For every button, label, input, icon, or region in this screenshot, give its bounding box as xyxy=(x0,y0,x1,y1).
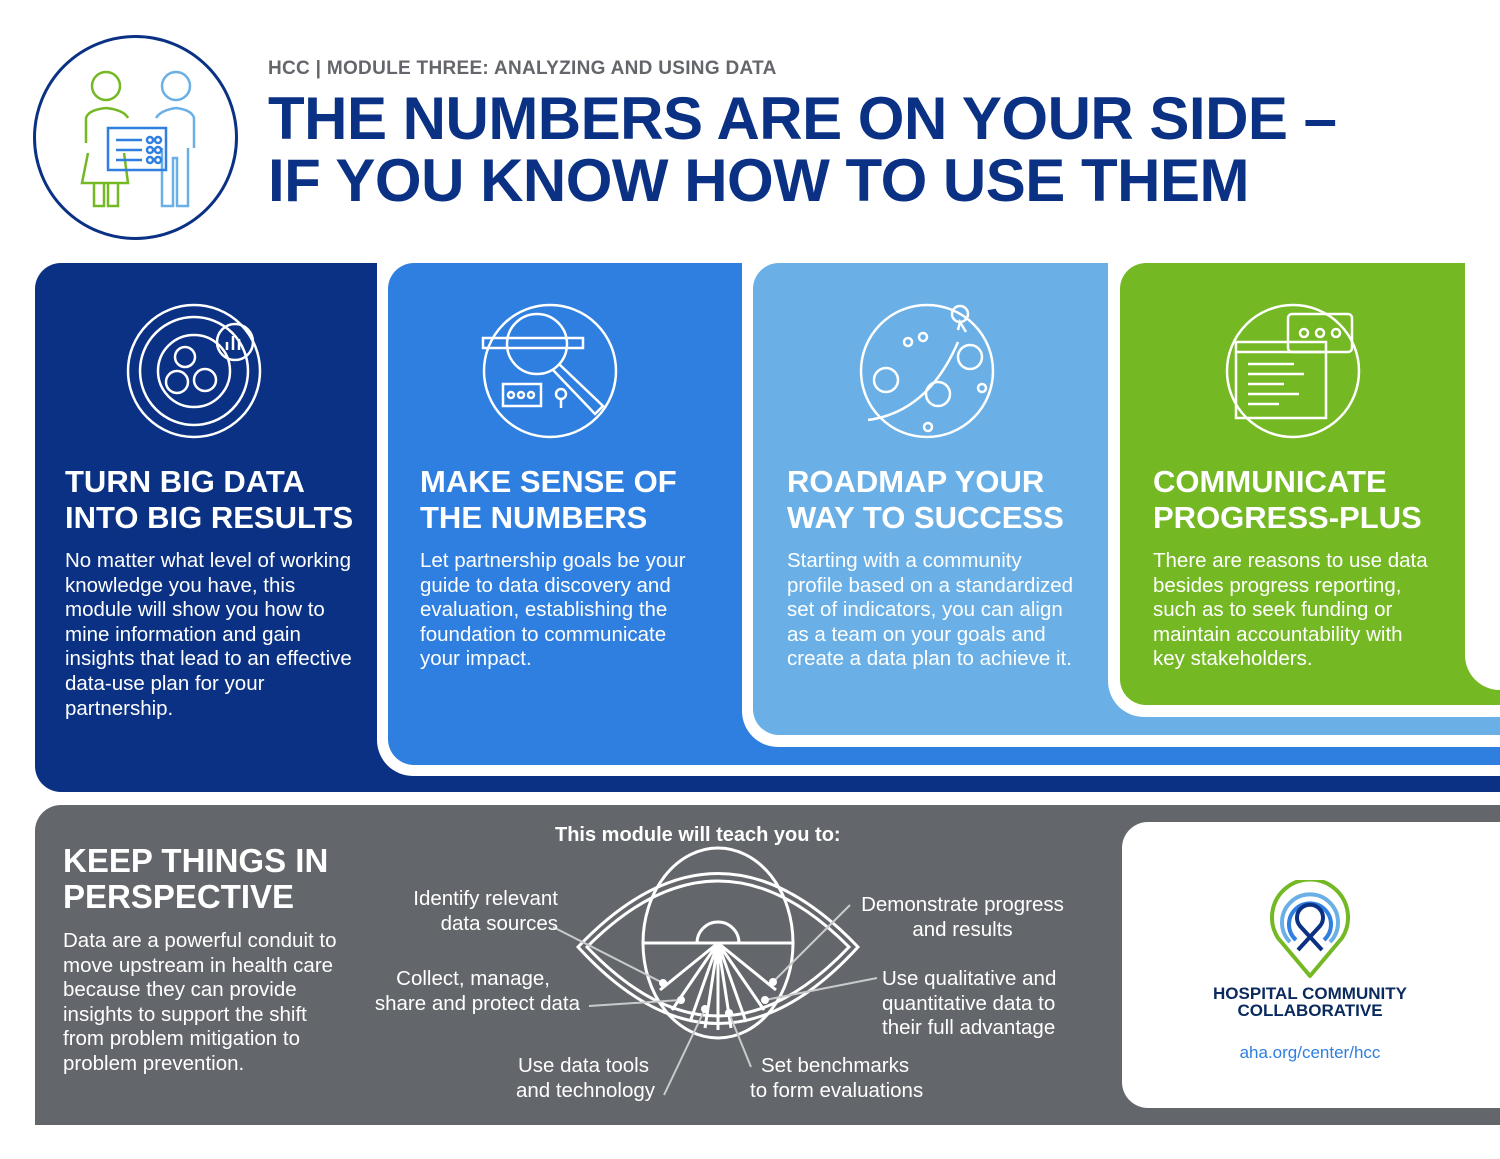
roadmap-path-icon xyxy=(859,303,995,439)
card-1-body: No matter what level of working knowledg… xyxy=(65,549,352,720)
people-data-chart-icon xyxy=(126,303,262,439)
title-line-2: IF YOU KNOW HOW TO USE THEM xyxy=(268,147,1249,214)
card-title-line: COMMUNICATE xyxy=(1153,464,1387,499)
teach-item-line: Use data tools xyxy=(517,1054,649,1077)
teach-item-line: and technology xyxy=(515,1078,655,1102)
teach-item-line: Set benchmarks xyxy=(761,1054,910,1077)
leader-lines xyxy=(552,904,878,1096)
perspective-title-line: PERSPECTIVE xyxy=(63,878,295,915)
teach-item-line: Collect, manage, xyxy=(396,967,550,990)
card-title-line: WAY TO SUCCESS xyxy=(787,500,1064,535)
teach-item-line: Identify relevant xyxy=(413,887,558,910)
teach-item-line: data sources xyxy=(440,911,558,935)
card-divider xyxy=(1465,263,1500,690)
card-title-line: TURN BIG DATA xyxy=(65,464,305,499)
teach-item-line: Demonstrate progress xyxy=(861,893,1064,916)
page-title: THE NUMBERS ARE ON YOUR SIDE –IF YOU KNO… xyxy=(268,88,1337,212)
teach-item-line: their full advantage xyxy=(882,1016,1056,1040)
org-name-line: HOSPITAL COMMUNITY xyxy=(1213,984,1407,1003)
perspective-body: Data are a powerful conduit to move upst… xyxy=(63,929,337,1075)
teach-item-line: share and protect data xyxy=(374,991,580,1015)
card-title-line: MAKE SENSE OF xyxy=(420,464,677,499)
card-2-body: Let partnership goals be your guide to d… xyxy=(420,549,686,671)
browser-chat-icon xyxy=(1225,303,1361,439)
teach-item-line: quantitative data to xyxy=(882,991,1056,1015)
logo-panel xyxy=(1122,822,1500,1108)
teach-item-line: and results xyxy=(912,917,1013,941)
card-3-body: Starting with a community profile based … xyxy=(787,549,1074,671)
card-title-line: ROADMAP YOUR xyxy=(787,464,1045,499)
hcc-logo-icon xyxy=(1270,880,1350,978)
teach-item-line: to form evaluations xyxy=(750,1078,924,1102)
card-title-line: PROGRESS-PLUS xyxy=(1153,500,1422,535)
people-holding-data-board-icon xyxy=(80,70,196,208)
teach-item-line: Use qualitative and xyxy=(882,967,1057,990)
eye-icon xyxy=(575,846,861,1040)
header-icon-circle xyxy=(33,35,238,240)
card-communicate xyxy=(1120,263,1500,705)
org-name-line: COLLABORATIVE xyxy=(1237,1001,1383,1020)
card-title-line: INTO BIG RESULTS xyxy=(65,500,354,535)
title-line-1: THE NUMBERS ARE ON YOUR SIDE – xyxy=(268,85,1337,152)
teach-item-collect: Collect, manage,share and protect data xyxy=(360,967,580,1016)
card-title-line: THE NUMBERS xyxy=(420,500,648,535)
teach-heading: This module will teach you to: xyxy=(555,824,841,846)
card-4-body: There are reasons to use data besides pr… xyxy=(1153,549,1428,671)
leader-dots xyxy=(659,978,777,1017)
magnifier-search-icon xyxy=(481,303,618,439)
website-link[interactable]: aha.org/center/hcc xyxy=(1239,1043,1381,1062)
perspective-title-line: KEEP THINGS IN xyxy=(63,842,329,879)
module-kicker: HCC | MODULE THREE: ANALYZING AND USING … xyxy=(268,58,777,79)
